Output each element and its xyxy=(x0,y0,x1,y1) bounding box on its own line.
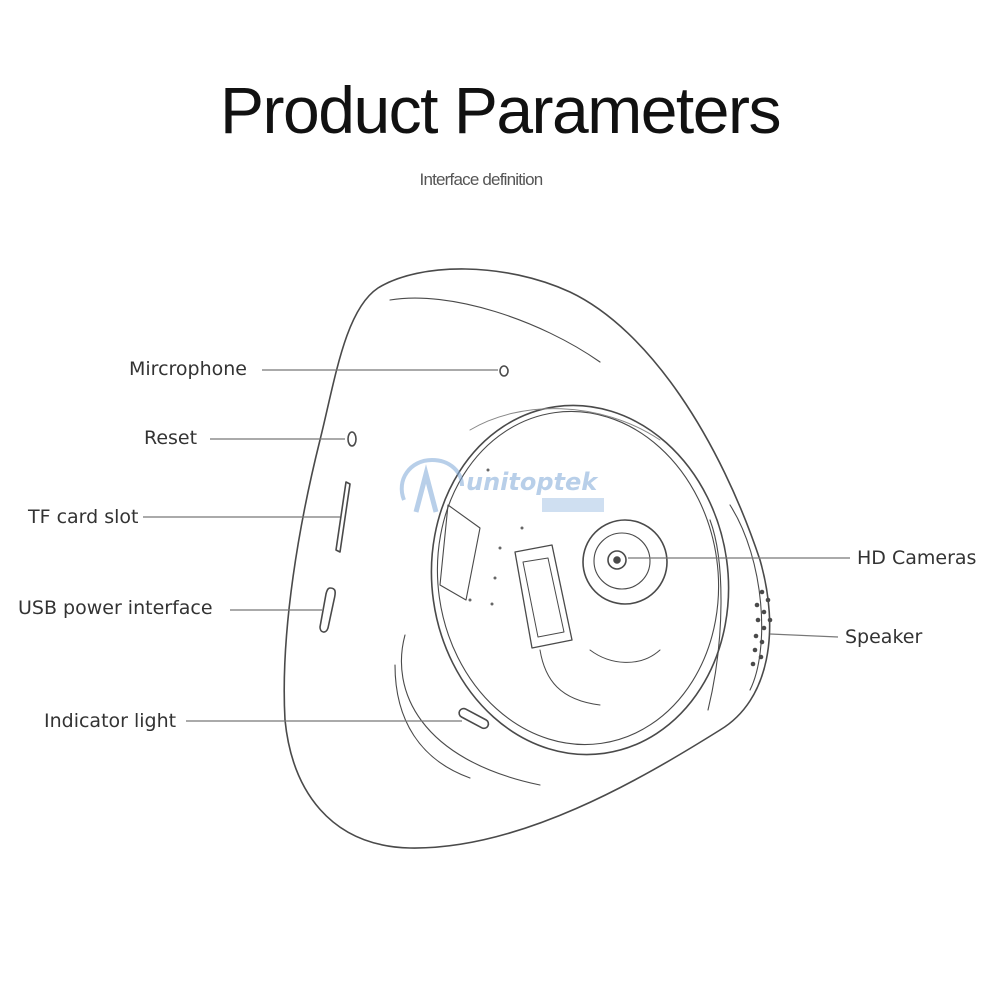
speaker-grille xyxy=(750,589,773,667)
label-reset: Reset xyxy=(144,427,198,449)
camera-lens-core xyxy=(607,550,627,570)
camera-lens-mid xyxy=(593,532,651,590)
label-indicator-light: Indicator light xyxy=(44,710,177,732)
indicator-light xyxy=(458,707,490,730)
lens-dome-outer xyxy=(430,404,730,756)
brand-watermark-logo: unitoptek xyxy=(399,457,604,513)
microphone-hole xyxy=(499,365,509,377)
label-usb-power-interface: USB power interface xyxy=(18,597,213,619)
usb-port xyxy=(319,587,336,633)
camera-body-outline xyxy=(283,268,771,849)
lens-dome-inner xyxy=(436,410,720,746)
page-subtitle: Interface definition xyxy=(419,170,544,189)
label-tf-card-slot: TF card slot xyxy=(28,506,139,528)
reset-hole xyxy=(347,431,357,447)
label-speaker: Speaker xyxy=(845,626,923,648)
tf-card-slot xyxy=(335,481,351,553)
page-title: Product Parameters xyxy=(220,73,781,147)
camera-lens-outer xyxy=(582,519,668,605)
label-hd-cameras: HD Cameras xyxy=(857,547,977,569)
leader-line-speaker xyxy=(769,633,839,638)
label-microphone: Mircrophone xyxy=(129,358,247,380)
watermark-brand-text: unitoptek xyxy=(466,468,599,496)
internal-module xyxy=(514,544,573,649)
